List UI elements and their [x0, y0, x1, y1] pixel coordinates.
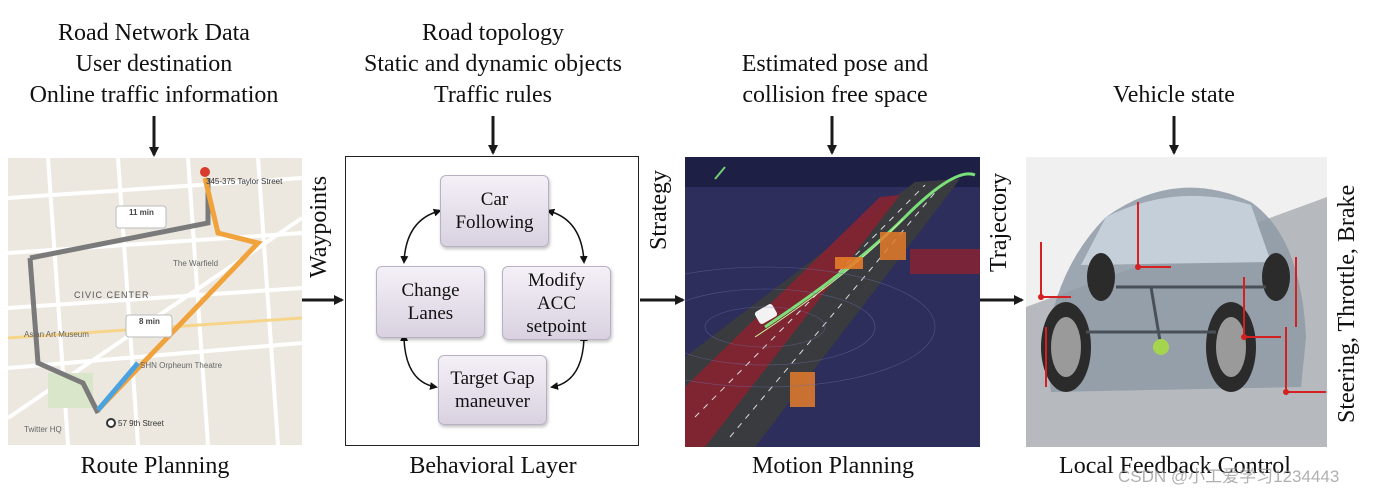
- route-map: 345-375 Taylor Street 11 min 8 min CIVIC…: [8, 158, 302, 445]
- motion-caption: Motion Planning: [751, 453, 914, 479]
- node-change-lanes: Change Lanes: [376, 266, 485, 338]
- node-modify-acc: Modify ACC setpoint: [502, 266, 611, 340]
- node-target-gap: Target Gap maneuver: [438, 355, 547, 425]
- control-inputs: Vehicle state: [1074, 80, 1274, 111]
- waypoints-label: Waypoints: [306, 175, 332, 278]
- map-label-dest: 345-375 Taylor Street: [206, 177, 283, 186]
- map-label-time2: 8 min: [139, 317, 160, 326]
- route-caption: Route Planning: [80, 453, 230, 479]
- node-label: Change Lanes: [401, 280, 460, 324]
- node-label: Car Following: [455, 189, 534, 233]
- motion-graphic: [685, 157, 980, 447]
- map-graphic: [8, 158, 302, 445]
- vehicle-graphic: [1026, 187, 1327, 447]
- route-input-line: Road Network Data: [58, 20, 250, 46]
- vehicle-visual: [1026, 157, 1327, 447]
- behavior-inputs: Road topology Static and dynamic objects…: [333, 18, 653, 111]
- behavior-input-line: Road topology: [422, 20, 564, 46]
- map-label-start: 57 9th Street: [118, 419, 164, 428]
- map-label-twitter: Twitter HQ: [24, 425, 62, 434]
- motion-planning-visual: [685, 157, 980, 447]
- map-label-district: CIVIC CENTER: [74, 290, 150, 300]
- control-input-line: Vehicle state: [1113, 82, 1235, 108]
- behavior-caption: Behavioral Layer: [409, 453, 577, 479]
- node-label: Target Gap maneuver: [450, 368, 535, 412]
- motion-inputs: Estimated pose and collision free space: [700, 49, 970, 111]
- behavior-input-line: Traffic rules: [434, 82, 552, 108]
- route-input-line: User destination: [75, 51, 233, 77]
- map-label-warfield: The Warfield: [173, 259, 219, 268]
- control-caption: Local Feedback Control: [1059, 453, 1291, 479]
- route-input-line: Online traffic information: [29, 82, 279, 108]
- node-label: Modify ACC setpoint: [526, 269, 587, 337]
- node-car-following: Car Following: [440, 175, 549, 247]
- trajectory-label: Trajectory: [986, 172, 1012, 272]
- watermark: CSDN @小工爱学习1234443: [1118, 467, 1340, 486]
- motion-input-line: Estimated pose and: [741, 51, 929, 77]
- motion-input-line: collision free space: [742, 82, 928, 108]
- behavior-box: Car Following Change Lanes Modify ACC se…: [345, 156, 639, 446]
- map-label-museum: Asian Art Museum: [24, 330, 89, 339]
- map-label-theatre: SHN Orpheum Theatre: [140, 361, 223, 370]
- behavior-input-line: Static and dynamic objects: [364, 51, 622, 77]
- route-inputs: Road Network Data User destination Onlin…: [4, 18, 304, 111]
- map-label-time1: 11 min: [129, 208, 154, 217]
- behavior-cycle-arrows: [400, 208, 588, 390]
- strategy-label: Strategy: [646, 170, 672, 250]
- control-output-label: Steering, Throttle, Brake: [1334, 184, 1360, 423]
